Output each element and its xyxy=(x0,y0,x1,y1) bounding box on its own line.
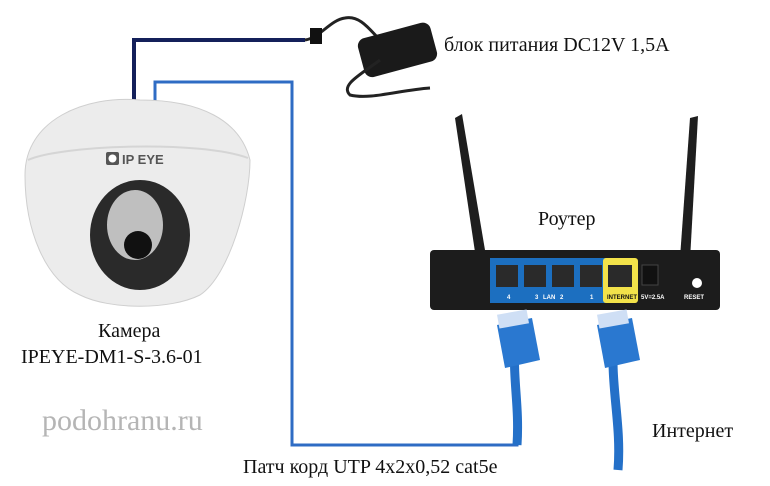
patch-cable-internet-icon xyxy=(597,309,640,471)
camera-label: Камера xyxy=(98,320,161,342)
camera-logo: IP EYE xyxy=(122,152,164,167)
svg-text:3: 3 xyxy=(535,295,539,301)
svg-text:1: 1 xyxy=(590,295,594,301)
router-label: Роутер xyxy=(538,208,596,230)
port-4: 4 xyxy=(507,295,511,301)
watermark: podohranu.ru xyxy=(42,404,203,437)
patch-cable-camera-icon xyxy=(497,309,540,446)
power-supply-icon xyxy=(304,16,438,98)
power-wire xyxy=(132,38,305,100)
svg-text:INTERNET: INTERNET xyxy=(607,295,637,301)
power-supply-label: блок питания DC12V 1,5A xyxy=(444,34,670,56)
svg-text:5V=2.5A: 5V=2.5A xyxy=(641,295,665,301)
svg-text:RESET: RESET xyxy=(684,295,704,301)
camera-model-label: IPEYE-DM1-S-3.6-01 xyxy=(21,346,203,368)
patch-cord-label: Патч корд UTP 4x2x0,52 cat5e xyxy=(243,456,498,478)
camera-icon: IP EYE xyxy=(24,98,251,307)
router-icon: 4 3 LAN 2 1 INTERNET 5V=2.5A RESET xyxy=(430,114,720,310)
internet-label: Интернет xyxy=(652,420,734,442)
svg-text:2: 2 xyxy=(560,295,564,301)
svg-text:LAN: LAN xyxy=(543,295,555,301)
